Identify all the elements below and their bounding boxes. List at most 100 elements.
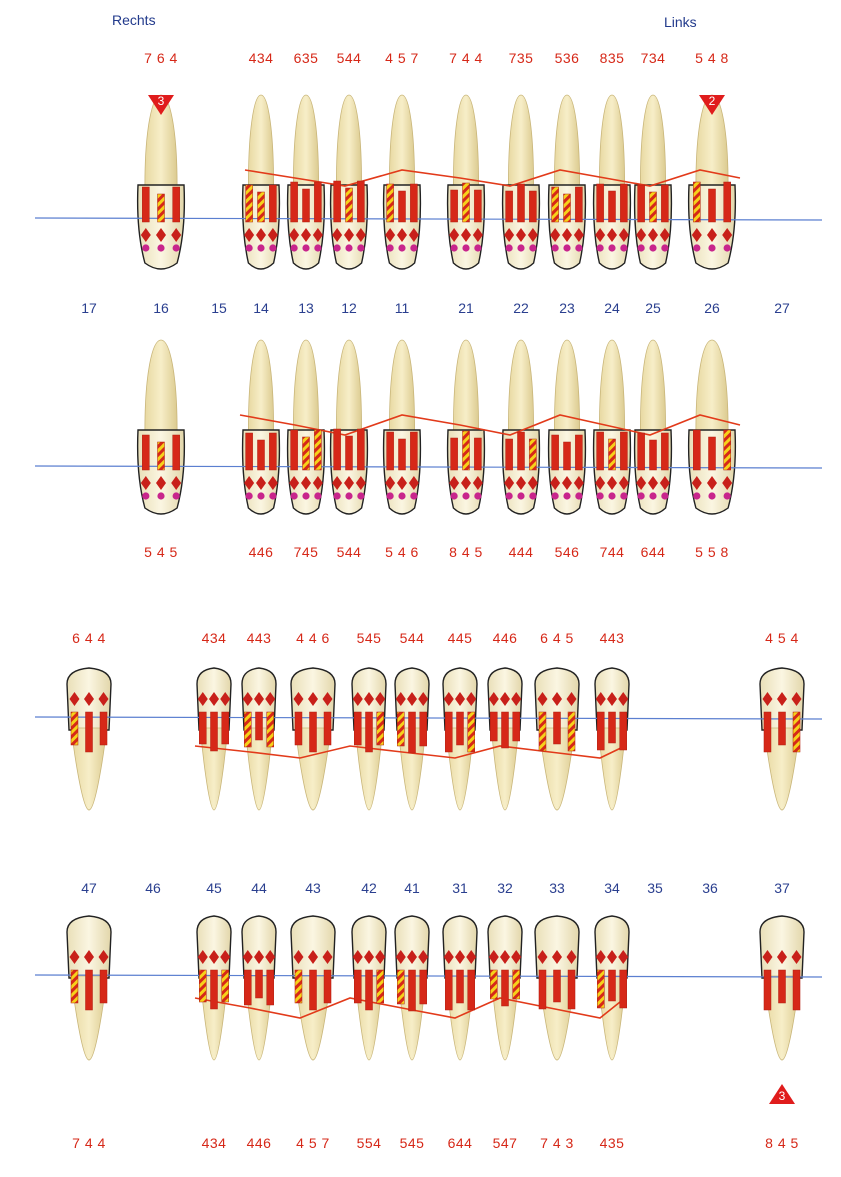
upper-palatal-pockets-16-furcation-dot xyxy=(142,492,149,499)
lower-buccal-pockets-43-pocket-bar xyxy=(324,712,331,745)
lower-buccal-pockets-47-pocket-bar xyxy=(71,712,78,745)
lower-lingual-tooth-41-crown xyxy=(395,916,429,978)
upper-palatal-pockets-23-furcation-dot xyxy=(563,492,570,499)
upper-tooth-number-24: 24 xyxy=(604,300,620,316)
upper-palatal-pockets-13 xyxy=(289,430,323,500)
upper-buccal-pockets-23-furcation-dot xyxy=(552,244,559,251)
upper-palatal-measure-16: 5 4 5 xyxy=(144,544,178,560)
lower-badge-37-value: 3 xyxy=(767,1089,797,1103)
upper-palatal-pockets-26-pocket-bar xyxy=(724,430,731,470)
upper-badge-16: 3 xyxy=(146,93,176,117)
lower-buccal-pockets-31-pocket-bar xyxy=(445,712,452,752)
upper-buccal-pockets-24-furcation-dot xyxy=(597,244,604,251)
upper-buccal-pockets-23-furcation-dot xyxy=(563,244,570,251)
upper-palatal-pockets-12-furcation-dot xyxy=(334,492,341,499)
upper-tooth-number-12: 12 xyxy=(341,300,357,316)
upper-buccal-measure-16: 7 6 4 xyxy=(144,50,178,66)
upper-palatal-pockets-14 xyxy=(244,433,278,500)
lower-buccal-pockets-45-pocket-bar xyxy=(199,712,206,744)
upper-badge-26: 2 xyxy=(697,93,727,117)
upper-buccal-pockets-14-furcation-dot xyxy=(246,244,253,251)
upper-palatal-pockets-24-furcation-dot xyxy=(597,492,604,499)
upper-palatal-pockets-12-furcation-dot xyxy=(357,492,364,499)
upper-buccal-measure-24: 835 xyxy=(600,50,625,66)
lower-lingual-pockets-42-pocket-bar xyxy=(354,970,361,1003)
upper-buccal-measure-11: 4 5 7 xyxy=(385,50,419,66)
upper-palatal-measure-21: 8 4 5 xyxy=(449,544,483,560)
upper-buccal-tooth-25 xyxy=(635,95,672,269)
upper-palatal-tooth-26-root xyxy=(696,340,728,430)
upper-palatal-measure-24: 744 xyxy=(600,544,625,560)
lower-lingual-pockets-43-pocket-bar xyxy=(295,970,302,1003)
upper-palatal-pockets-26-furcation-dot xyxy=(708,492,715,499)
upper-buccal-pockets-11-furcation-dot xyxy=(387,244,394,251)
upper-palatal-tooth-25-root xyxy=(640,340,665,430)
upper-buccal-pockets-21-furcation-dot xyxy=(451,244,458,251)
lower-lingual-measure-42: 554 xyxy=(357,1135,382,1151)
upper-palatal-pockets-22-furcation-dot xyxy=(529,492,536,499)
lower-buccal-pockets-47-pocket-bar xyxy=(86,712,93,752)
upper-buccal-pockets-21-pocket-bar xyxy=(451,190,458,222)
upper-buccal-tooth-21-root xyxy=(453,95,478,185)
lower-buccal-pockets-45-pocket-bar xyxy=(211,712,218,751)
upper-palatal-pockets-16-pocket-bar xyxy=(158,442,165,470)
lower-tooth-number-44: 44 xyxy=(251,880,267,896)
upper-palatal-pockets-12 xyxy=(332,429,366,500)
upper-buccal-tooth-22-root xyxy=(508,95,533,185)
lower-tooth-number-42: 42 xyxy=(361,880,377,896)
upper-buccal-pockets-24-pocket-bar xyxy=(609,191,616,222)
lower-lingual-pockets-47-pocket-bar xyxy=(71,970,78,1003)
lower-lingual-pockets-31-pocket-bar xyxy=(468,970,475,1010)
upper-buccal-pockets-24-furcation-dot xyxy=(620,244,627,251)
upper-tooth-number-15: 15 xyxy=(211,300,227,316)
upper-buccal-tooth-23 xyxy=(549,95,586,269)
lower-buccal-pockets-34-pocket-bar xyxy=(597,712,604,750)
upper-buccal-measure-21: 7 4 4 xyxy=(449,50,483,66)
upper-palatal-pockets-11-furcation-dot xyxy=(387,492,394,499)
upper-palatal-pockets-24-furcation-dot xyxy=(608,492,615,499)
lower-lingual-measure-44: 446 xyxy=(247,1135,272,1151)
lower-lingual-pockets-44 xyxy=(243,950,275,1005)
upper-palatal-tooth-21-root xyxy=(453,340,478,430)
upper-buccal-pockets-13-pocket-bar xyxy=(314,182,321,222)
lower-lingual-measure-41: 545 xyxy=(400,1135,425,1151)
lower-buccal-pockets-32 xyxy=(489,692,521,748)
lower-lingual-pockets-34-pocket-bar xyxy=(609,970,616,1001)
lower-buccal-pockets-43-pocket-bar xyxy=(295,712,302,745)
upper-buccal-pockets-13-pocket-bar xyxy=(303,189,310,222)
upper-palatal-pockets-24-pocket-bar xyxy=(620,432,627,470)
lower-lingual-pockets-44-pocket-bar xyxy=(256,970,263,998)
lower-lingual-measure-47: 7 4 4 xyxy=(72,1135,106,1151)
upper-buccal-pockets-24 xyxy=(595,184,629,252)
lower-lingual-pockets-34-pocket-bar xyxy=(620,970,627,1008)
upper-palatal-pockets-22-pocket-bar xyxy=(518,432,525,470)
lower-buccal-pockets-43-pocket-bar xyxy=(310,712,317,752)
upper-buccal-pockets-22-furcation-dot xyxy=(529,244,536,251)
upper-palatal-tooth-22-root xyxy=(508,340,533,430)
upper-buccal-pockets-23-pocket-bar xyxy=(564,194,571,222)
lower-lingual-pockets-43 xyxy=(293,950,332,1010)
lower-lingual-pockets-32-pocket-bar xyxy=(513,970,520,999)
upper-buccal-pockets-11-pocket-bar xyxy=(387,184,394,222)
upper-palatal-pockets-26-furcation-dot xyxy=(724,492,731,499)
upper-buccal-pockets-26-furcation-dot xyxy=(724,244,731,251)
lower-tooth-number-36: 36 xyxy=(702,880,718,896)
upper-buccal-pockets-26-pocket-bar xyxy=(724,182,731,222)
upper-tooth-number-14: 14 xyxy=(253,300,269,316)
upper-buccal-pockets-14-pocket-bar xyxy=(258,192,265,222)
lower-buccal-pockets-37 xyxy=(762,692,801,752)
lower-lingual-pockets-33-pocket-bar xyxy=(554,970,561,1002)
lower-lingual-pockets-37-pocket-bar xyxy=(793,970,800,1010)
lower-buccal-pockets-37-pocket-bar xyxy=(793,712,800,752)
upper-palatal-pockets-22-furcation-dot xyxy=(517,492,524,499)
upper-buccal-tooth-13-root xyxy=(293,95,318,185)
lower-buccal-pockets-41-pocket-bar xyxy=(420,712,427,746)
upper-tooth-number-23: 23 xyxy=(559,300,575,316)
upper-buccal-pockets-21-furcation-dot xyxy=(462,244,469,251)
lower-buccal-pockets-45 xyxy=(198,692,230,751)
lower-tooth-number-34: 34 xyxy=(604,880,620,896)
upper-palatal-pockets-13-furcation-dot xyxy=(314,492,321,499)
upper-palatal-pockets-21-pocket-bar xyxy=(474,438,481,470)
upper-buccal-pockets-23-pocket-bar xyxy=(575,187,582,222)
lower-lingual-pockets-31-pocket-bar xyxy=(445,970,452,1010)
